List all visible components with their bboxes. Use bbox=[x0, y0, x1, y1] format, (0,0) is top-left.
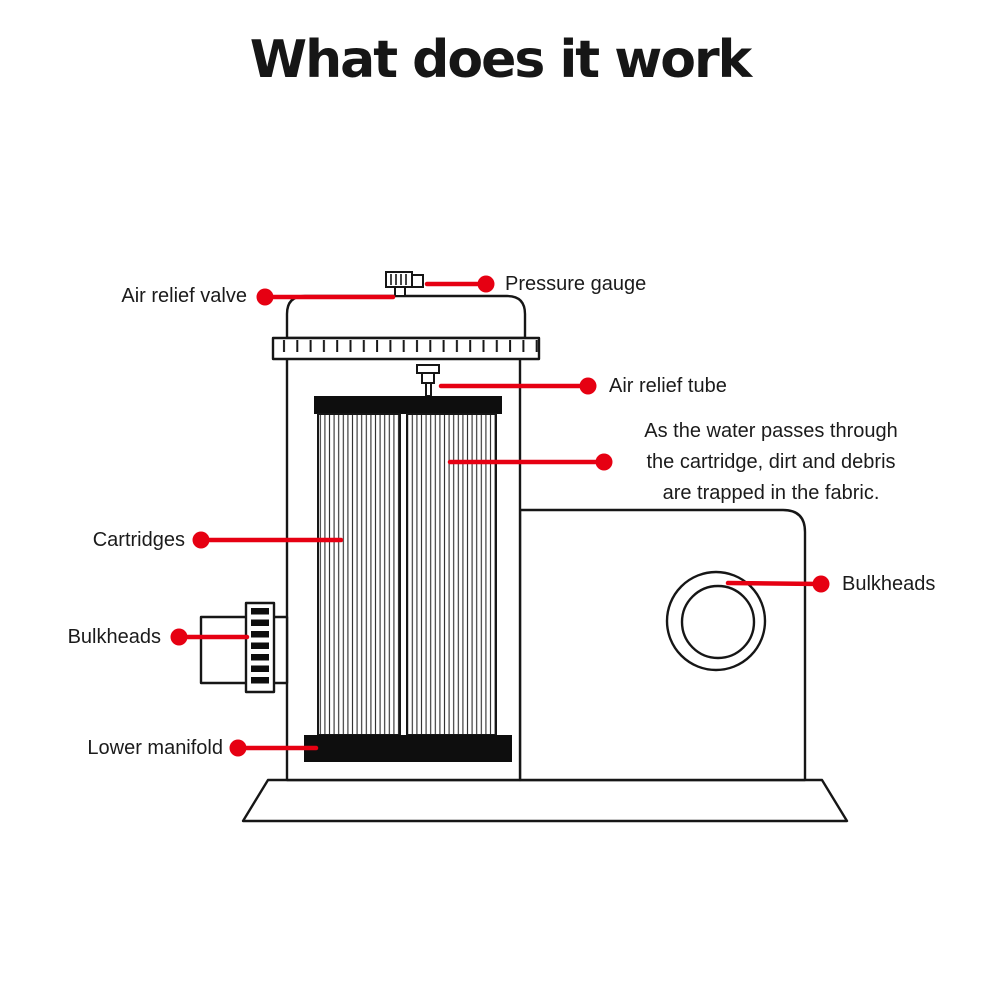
cartridge-left bbox=[317, 413, 401, 736]
page-title: What does it work bbox=[249, 30, 752, 90]
pump-housing bbox=[518, 508, 807, 782]
lower-manifold-dot bbox=[229, 739, 247, 757]
cartridge-right bbox=[406, 413, 497, 736]
bulkheads-right-line bbox=[725, 580, 824, 587]
bulkheads-left-dot bbox=[170, 628, 188, 646]
air-relief-tube-dot bbox=[579, 377, 597, 395]
note-line-2: the cartridge, dirt and debris bbox=[646, 451, 896, 473]
label-pressure-gauge: Pressure gauge bbox=[505, 273, 647, 295]
lid-dome bbox=[285, 294, 527, 340]
bulkhead-port-inner bbox=[680, 584, 756, 660]
lower-manifold bbox=[304, 735, 512, 762]
tank-lid bbox=[271, 294, 541, 361]
bulkheads-right-dot bbox=[812, 575, 830, 593]
clamp-ring-ticks bbox=[274, 339, 538, 358]
cartridges-dot bbox=[192, 531, 210, 549]
air-relief-valve-dot bbox=[256, 288, 274, 306]
bulkhead-left-fitting bbox=[199, 601, 289, 694]
filter-base bbox=[241, 778, 849, 823]
cartridge-assembly bbox=[304, 396, 512, 762]
note-line-3: are trapped in the fabric. bbox=[662, 482, 880, 504]
pump-housing-body bbox=[518, 508, 807, 782]
label-bulkheads-left: Bulkheads bbox=[67, 626, 161, 648]
label-air-relief-valve: Air relief valve bbox=[121, 285, 247, 307]
pressure-gauge-dot bbox=[477, 275, 495, 293]
label-note: As the water passes through the cartridg… bbox=[618, 416, 924, 509]
pressure-gauge-icon bbox=[385, 271, 424, 297]
label-air-relief-tube: Air relief tube bbox=[609, 375, 727, 397]
note-line-1: As the water passes through bbox=[644, 420, 898, 442]
callout-layer bbox=[170, 275, 830, 757]
label-cartridges: Cartridges bbox=[92, 529, 185, 551]
note-dot bbox=[595, 453, 613, 471]
cartridge-top-cap bbox=[314, 396, 502, 414]
bulkhead-port-outer bbox=[665, 570, 767, 672]
label-bulkheads-right: Bulkheads bbox=[842, 573, 936, 595]
label-lower-manifold: Lower manifold bbox=[87, 737, 223, 759]
